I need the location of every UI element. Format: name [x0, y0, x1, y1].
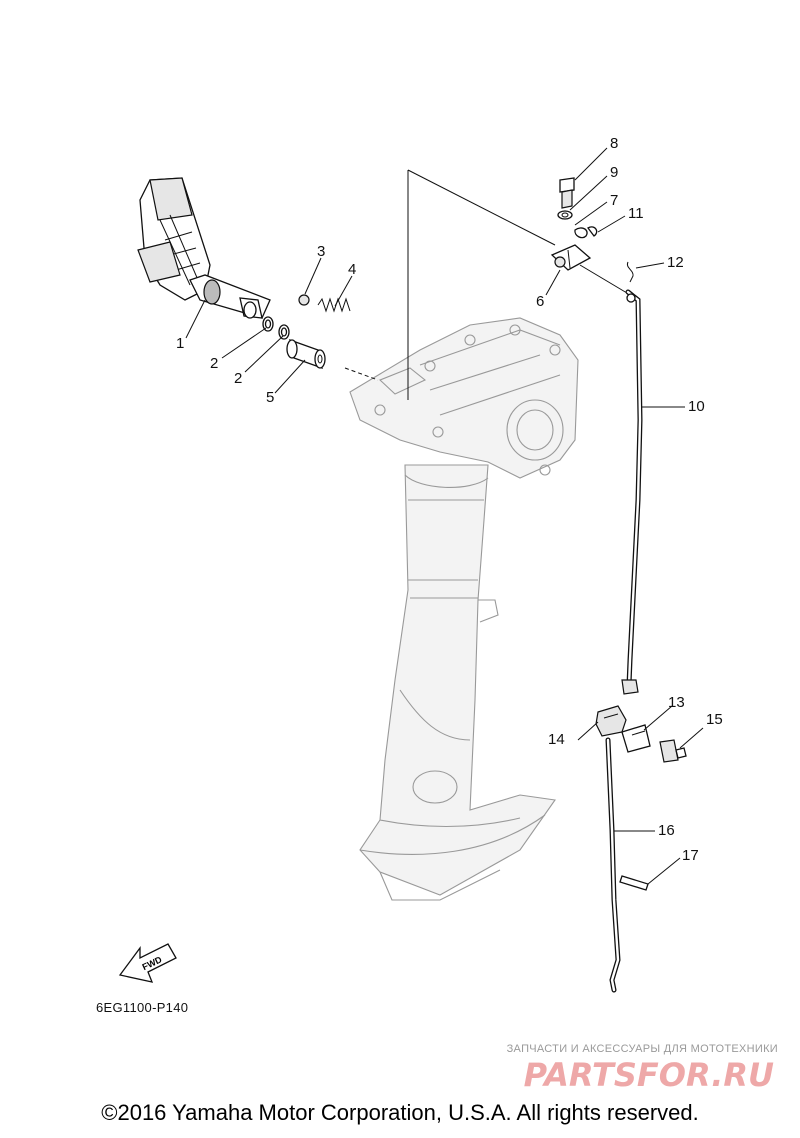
diagram-code: 6EG1100-P140 — [96, 1000, 189, 1015]
watermark-logo-text: PARTSFOR.RU — [524, 1056, 774, 1092]
callout-2b: 2 — [234, 370, 242, 387]
reference-lines — [344, 169, 633, 400]
copyright-notice: ©2016 Yamaha Motor Corporation, U.S.A. A… — [101, 1100, 699, 1125]
o-ring-pair — [262, 316, 290, 340]
lower-shift-rod — [605, 737, 649, 993]
callout-17: 17 — [682, 847, 699, 864]
callout-8: 8 — [610, 135, 618, 152]
shift-lever — [137, 177, 271, 319]
detent-spring — [317, 297, 351, 313]
callout-11: 11 — [628, 205, 644, 222]
callout-3: 3 — [317, 243, 325, 260]
callout-labels: 1 2 2 3 4 5 6 7 8 9 11 12 10 13 14 15 16… — [176, 135, 723, 864]
callout-12: 12 — [667, 254, 684, 271]
callout-13: 13 — [668, 694, 685, 711]
callout-10: 10 — [688, 398, 705, 415]
callout-16: 16 — [658, 822, 675, 839]
callout-2a: 2 — [210, 355, 218, 372]
watermark-subtitle: ЗАПЧАСТИ И АКСЕССУАРЫ ДЛЯ МОТОТЕХНИКИ — [506, 1043, 778, 1055]
rod-clip — [626, 261, 634, 283]
callout-14: 14 — [548, 731, 565, 748]
rod-joint-assembly — [550, 177, 598, 271]
callout-5: 5 — [266, 389, 274, 406]
callout-1: 1 — [176, 335, 184, 352]
rod-connector — [595, 705, 687, 763]
callout-7: 7 — [610, 192, 618, 209]
callout-6: 6 — [536, 293, 544, 310]
watermark-logo: PARTSFOR.RU — [524, 1056, 774, 1092]
upper-shift-rod — [621, 289, 643, 695]
callout-4: 4 — [348, 261, 356, 278]
callout-15: 15 — [706, 711, 723, 728]
shift-bushing — [286, 338, 326, 370]
callout-9: 9 — [610, 164, 618, 181]
lower-casing-outline — [349, 317, 579, 901]
callout-leaders — [185, 147, 704, 885]
fwd-arrow-icon: FWD — [118, 943, 177, 983]
washer — [557, 210, 573, 220]
detent-ball — [298, 294, 310, 306]
